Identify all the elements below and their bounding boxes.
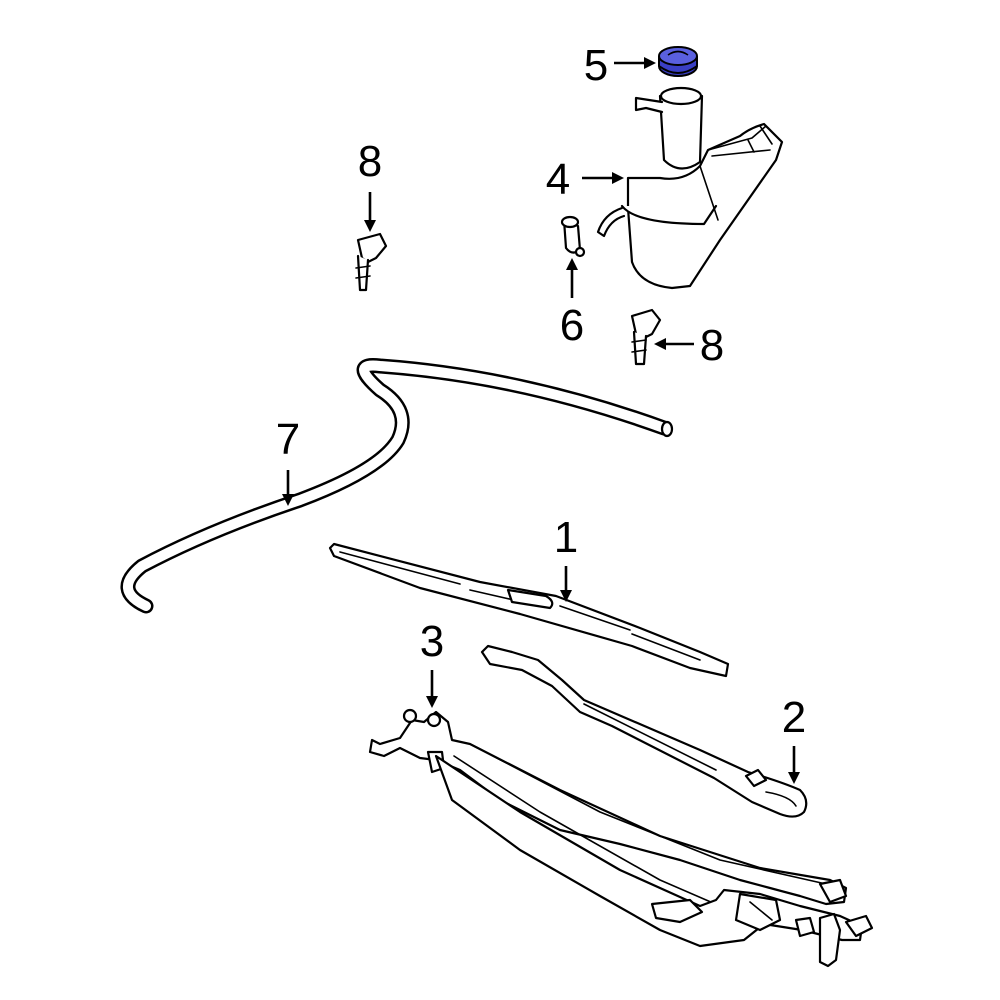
callout-8-right: 8 [700,321,724,370]
callout-5: 5 [584,41,608,90]
washer-hose[interactable] [120,358,674,614]
washer-reservoir[interactable] [596,86,784,290]
wiper-arm[interactable] [480,644,808,818]
callout-1: 1 [554,513,578,562]
callout-3: 3 [420,617,444,666]
callout-8-top: 8 [358,137,382,186]
callout-6: 6 [560,301,584,350]
callout-7: 7 [276,415,300,464]
callout-4: 4 [546,155,570,204]
callout-2: 2 [782,693,806,742]
wiper-blade[interactable] [328,542,730,678]
washer-nozzle-left[interactable] [355,232,388,292]
callout-arrows [282,57,800,784]
washer-nozzle-right[interactable] [630,308,662,366]
washer-pump[interactable] [560,215,586,258]
reservoir-cap[interactable] [658,46,698,77]
wiper-linkage[interactable] [368,708,874,968]
